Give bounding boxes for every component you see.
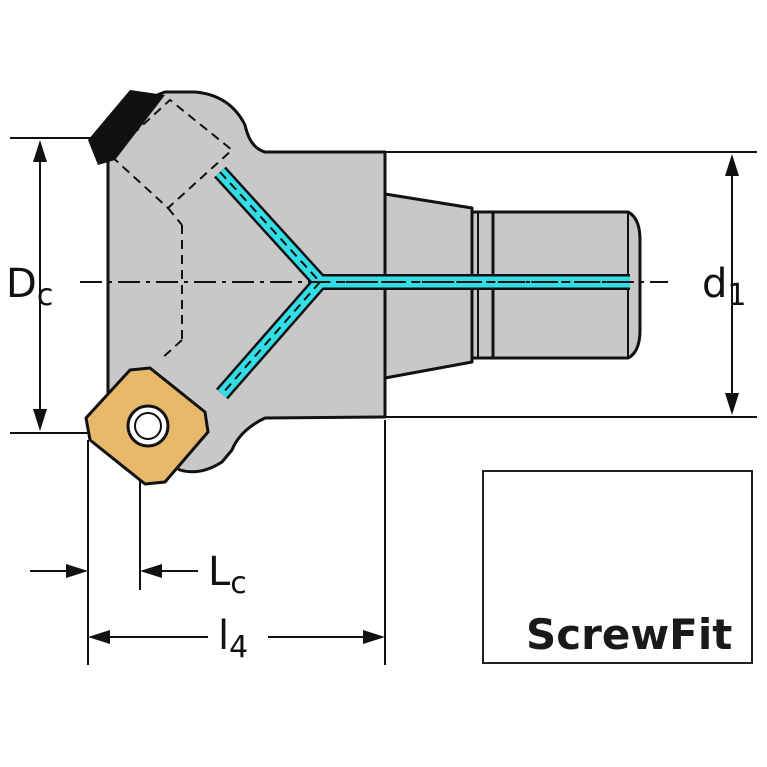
label-dc-sub: c [36,278,54,313]
hidden-lines [108,98,234,361]
label-d1-sub: 1 [727,278,747,313]
label-dc-main: D [6,261,37,307]
label-lc-main: L [208,549,231,595]
top-insert [88,90,165,165]
dimension-lines [10,137,757,665]
label-l4-main: l [218,613,230,659]
label-d1: d1 [702,261,746,311]
label-l4-sub: 4 [229,630,249,665]
label-lc: Lc [208,549,247,599]
label-lc-sub: c [230,566,247,601]
arrowheads [33,140,739,644]
label-l4: l4 [218,613,248,663]
label-dc: Dc [6,261,53,311]
screwfit-logo-text: ScrewFit [526,610,733,659]
bottom-insert [84,366,210,486]
label-d1-main: d [702,261,728,307]
screwfit-logo-box [482,470,753,664]
